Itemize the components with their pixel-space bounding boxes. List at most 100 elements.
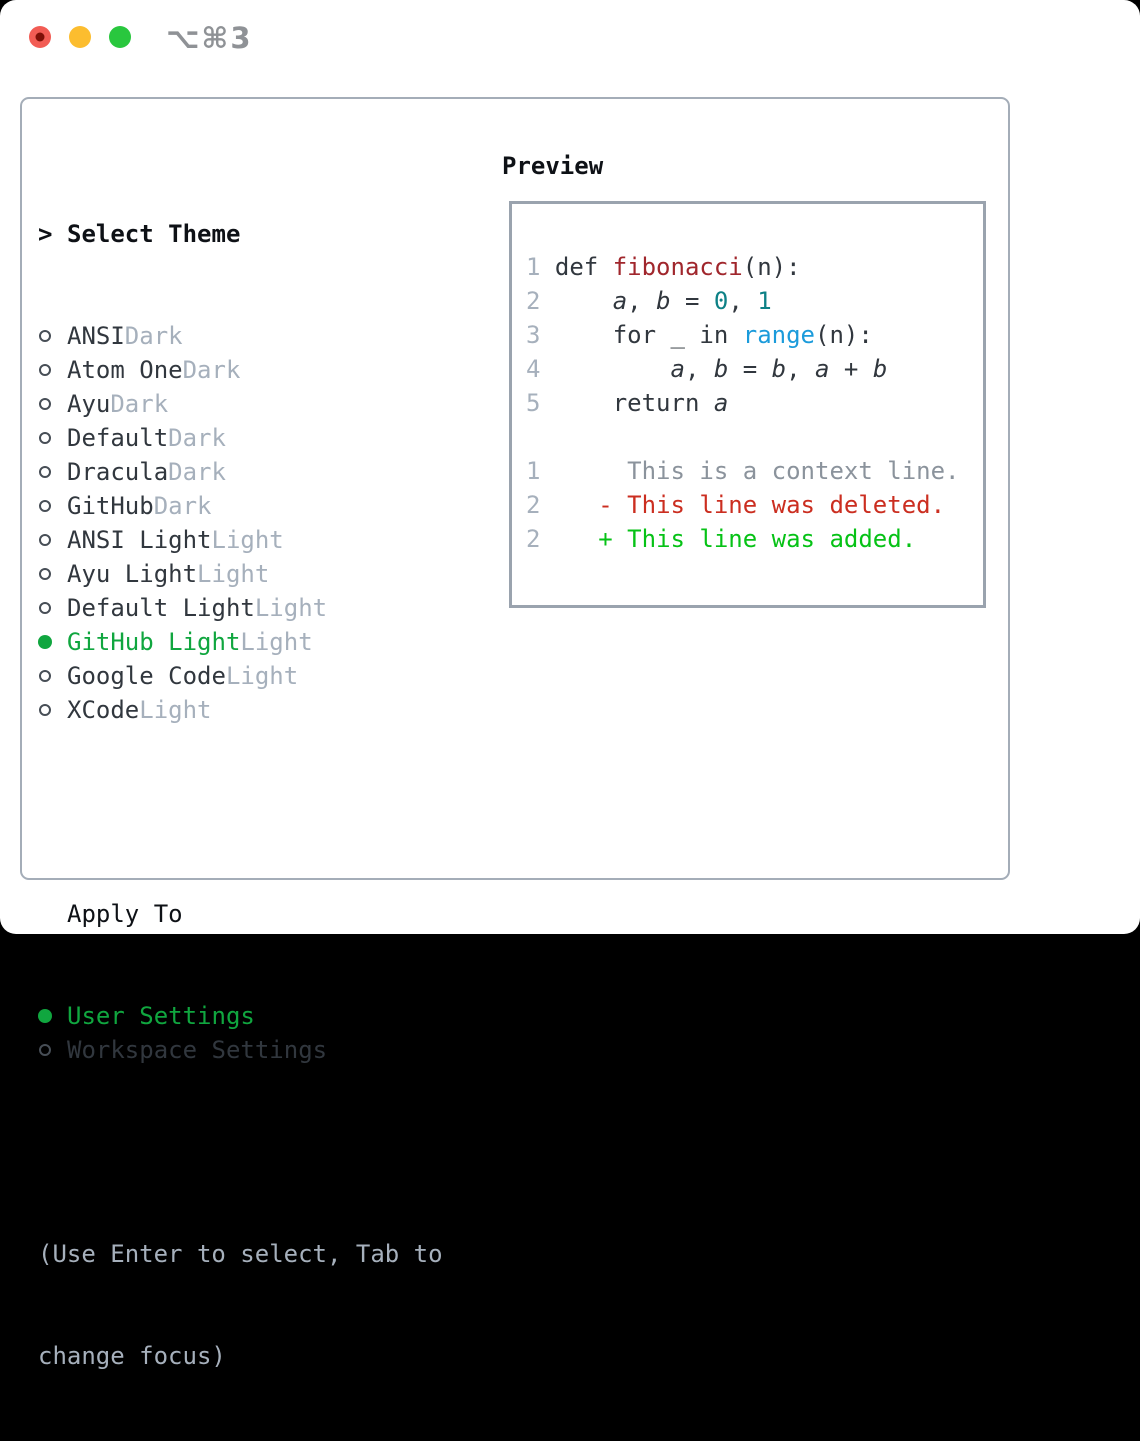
theme-variant-label: Dark: [153, 492, 212, 520]
select-theme-header: > Select Theme: [38, 217, 443, 251]
code-segment-added: + This line was added.: [598, 525, 917, 553]
code-segment-code: =: [728, 355, 772, 383]
theme-variant-label: Dark: [168, 424, 226, 452]
radio-unselected-icon: [38, 670, 67, 682]
radio-unselected-icon: [38, 568, 67, 580]
theme-variant-label: Dark: [110, 390, 169, 418]
header-caret-icon: >: [38, 220, 53, 248]
line-number: 1: [526, 253, 541, 281]
option-label: User Settings: [67, 1002, 255, 1030]
option-label: Ayu: [67, 390, 111, 418]
radio-unselected-icon: [38, 500, 67, 512]
close-button[interactable]: [29, 26, 51, 48]
line-number: 2: [526, 287, 541, 315]
code-segment-variable: a: [612, 287, 628, 315]
code-segment-number: 0: [713, 287, 729, 315]
preview-code-line: 1 def fibonacci(n):: [526, 250, 977, 284]
theme-list-item[interactable]: Default Light Light: [38, 591, 443, 625]
theme-list-item[interactable]: Default Dark: [38, 421, 443, 455]
theme-variant-label: Light: [254, 594, 328, 622]
code-segment-code: ,: [786, 355, 816, 383]
code-segment-code: ,: [684, 355, 714, 383]
theme-list-item[interactable]: Dracula Dark: [38, 455, 443, 489]
option-label: ANSI: [67, 322, 125, 350]
preview-code-line: 2 a, b = 0, 1: [526, 284, 977, 318]
option-label: GitHub Light: [67, 628, 241, 656]
radio-unselected-icon: [38, 364, 67, 376]
theme-list-item[interactable]: XCode Light: [38, 693, 443, 727]
apply-to-option[interactable]: User Settings: [38, 999, 443, 1033]
maximize-button[interactable]: [109, 26, 131, 48]
line-number: 2: [526, 491, 541, 519]
theme-variant-label: Light: [139, 696, 212, 724]
preview-code-line: 2 + This line was added.: [526, 522, 977, 556]
code-segment-code: =: [670, 287, 714, 315]
hint-text-line2: change focus): [38, 1342, 226, 1370]
radio-unselected-icon: [38, 602, 67, 614]
apply-to-option[interactable]: Workspace Settings: [38, 1033, 443, 1067]
option-label: Workspace Settings: [67, 1036, 328, 1064]
radio-unselected-icon: [38, 398, 67, 410]
option-label: Atom One: [67, 356, 183, 384]
line-number: 5: [526, 389, 541, 417]
theme-list-item[interactable]: ANSI Dark: [38, 319, 443, 353]
minimize-button[interactable]: [69, 26, 91, 48]
select-theme-header-label: Select Theme: [67, 220, 241, 248]
theme-list-item[interactable]: GitHub Light Light: [38, 625, 443, 659]
code-segment-variable: b: [771, 355, 787, 383]
option-label: Ayu Light: [67, 560, 198, 588]
code-segment-code: def: [554, 253, 613, 281]
code-segment-code: for _ in: [554, 321, 743, 349]
code-segment-variable: a: [815, 355, 830, 383]
traffic-lights: [29, 26, 131, 48]
option-label: GitHub: [67, 492, 154, 520]
code-segment-code: [555, 355, 671, 383]
theme-variant-label: Dark: [168, 458, 226, 486]
theme-list-item[interactable]: GitHub Dark: [38, 489, 443, 523]
theme-list-item[interactable]: Ayu Dark: [38, 387, 443, 421]
preview-code-line: 1 This is a context line.: [526, 454, 977, 488]
window-title: ⌥⌘3: [166, 21, 253, 55]
preview-code-line: [526, 420, 977, 454]
code-segment-code: return: [554, 389, 714, 417]
code-segment-code: [555, 491, 598, 519]
code-segment-code: +: [829, 355, 873, 383]
preview-code-line: 4 a, b = b, a + b: [526, 352, 977, 386]
radio-selected-icon: [38, 1009, 67, 1023]
theme-variant-label: Light: [211, 526, 284, 554]
line-number: 4: [526, 355, 541, 383]
radio-unselected-icon: [38, 1044, 67, 1056]
theme-variant-label: Dark: [124, 322, 183, 350]
code-segment-variable: b: [656, 287, 671, 315]
spacer: [38, 795, 443, 829]
preview-code-line: 2 - This line was deleted.: [526, 488, 977, 522]
radio-unselected-icon: [38, 534, 67, 546]
code-segment-context: This is a context line.: [627, 457, 960, 485]
radio-unselected-icon: [38, 432, 67, 444]
preview-code-line: 5 return a: [526, 386, 977, 420]
code-segment-code: [555, 525, 598, 553]
code-segment-variable: b: [713, 355, 729, 383]
theme-list-item[interactable]: ANSI Light Light: [38, 523, 443, 557]
theme-list-item[interactable]: Atom One Dark: [38, 353, 443, 387]
option-label: ANSI Light: [67, 526, 212, 554]
line-number: 1: [526, 457, 541, 485]
code-segment-variable: a: [670, 355, 685, 383]
theme-list-item[interactable]: Google Code Light: [38, 659, 443, 693]
theme-list-item[interactable]: Ayu Light Light: [38, 557, 443, 591]
code-segment-number: 1: [757, 287, 772, 315]
code-segment-deleted: - This line was deleted.: [598, 491, 946, 519]
radio-unselected-icon: [38, 466, 67, 478]
radio-selected-icon: [38, 635, 67, 649]
code-segment-code: [555, 287, 613, 315]
radio-unselected-icon: [38, 704, 67, 716]
preview-header-label: Preview: [502, 152, 604, 180]
theme-variant-label: Light: [197, 560, 270, 588]
line-number: 3: [526, 321, 541, 349]
line-number: 2: [526, 525, 541, 553]
